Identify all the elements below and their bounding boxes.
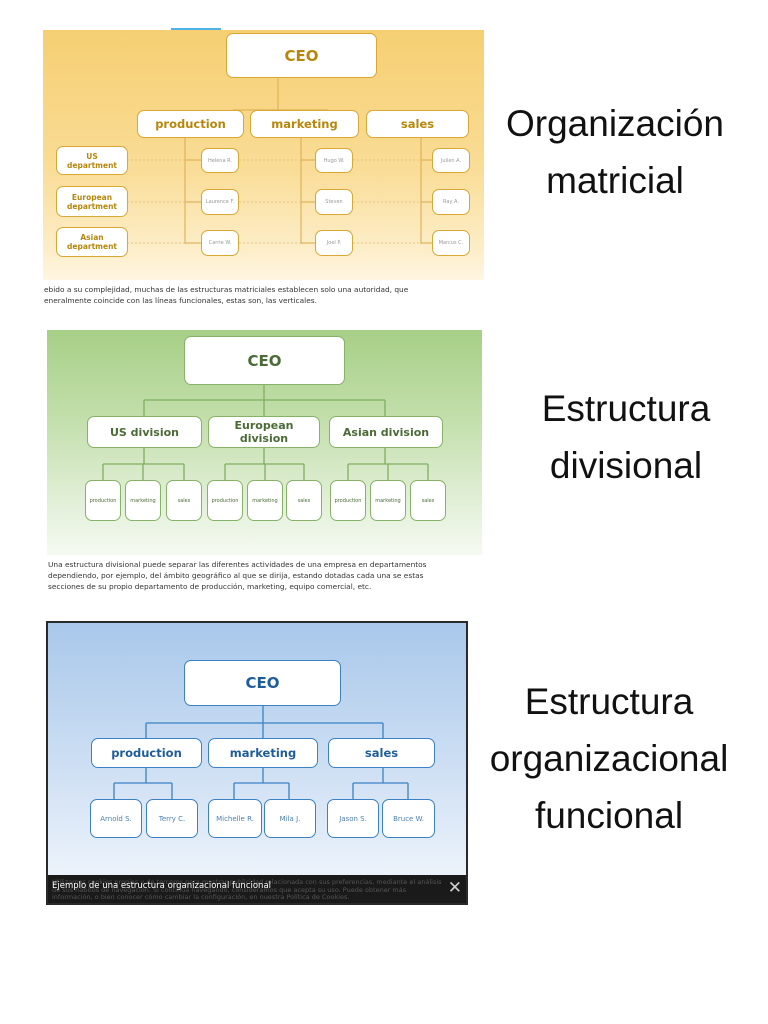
close-icon[interactable]: ✕ [447, 878, 462, 897]
divisional-connectors [102, 385, 429, 480]
divisional-caption-line: dependiendo, por ejemplo, del ámbito geo… [48, 571, 424, 580]
matrix-caption-line: ebido a su complejidad, muchas de las es… [44, 285, 409, 294]
function-sales: sales [328, 738, 435, 768]
divisional-caption-line: Una estructura divisional puede separar … [48, 560, 427, 569]
person-box: Hugo W. [315, 148, 353, 173]
label-line: matricial [546, 160, 684, 201]
unit-box: sales [410, 480, 446, 521]
top-tab-accent [171, 28, 221, 31]
label-line: Estructura [541, 388, 711, 429]
person-box: Julien A. [432, 148, 470, 173]
figure-caption: Ejemplo de una estructura organizacional… [52, 881, 272, 891]
department-asian: Asian department [56, 227, 128, 257]
label-divisional: Estructura divisional [496, 380, 756, 494]
division-asian: Asian division [329, 416, 443, 448]
person-box: Steven [315, 189, 353, 215]
person-box: Laurence F. [201, 189, 239, 215]
department-european: European department [56, 186, 128, 217]
label-line: divisional [549, 445, 703, 486]
unit-box: marketing [125, 480, 161, 521]
label-line: funcional [534, 795, 684, 836]
ceo-box: CEO [184, 336, 345, 385]
unit-box: marketing [247, 480, 283, 521]
label-funcional: Estructura organizacional funcional [470, 673, 748, 844]
label-line: Organización [505, 103, 724, 144]
department-us: US department [56, 146, 128, 175]
label-line: organizacional [489, 738, 729, 779]
label-matricial: Organización matricial [484, 95, 746, 209]
person-box: Mila J. [264, 799, 316, 838]
matrix-org-chart: CEO production marketing sales US depart… [43, 30, 484, 280]
ceo-box: CEO [226, 33, 377, 78]
function-production: production [91, 738, 202, 768]
unit-box: sales [166, 480, 202, 521]
function-marketing: marketing [250, 110, 359, 138]
function-production: production [137, 110, 244, 138]
cookie-notice-text: Utilizamos cookies propias y de terceros… [52, 879, 442, 901]
person-box: Bruce W. [382, 799, 435, 838]
person-box: Arnold S. [90, 799, 142, 838]
person-box: Michelle R. [208, 799, 262, 838]
unit-box: marketing [370, 480, 406, 521]
unit-box: production [207, 480, 243, 521]
caption-bar: Utilizamos cookies propias y de terceros… [48, 875, 466, 903]
functional-connectors [113, 706, 409, 799]
person-box: Ray A. [432, 189, 470, 215]
function-marketing: marketing [208, 738, 318, 768]
functional-org-chart: CEO production marketing sales Arnold S.… [46, 621, 468, 905]
unit-box: production [330, 480, 366, 521]
person-box: Carrie W. [201, 230, 239, 256]
unit-box: sales [286, 480, 322, 521]
person-box: Jason S. [327, 799, 379, 838]
person-box: Terry C. [146, 799, 198, 838]
person-box: Helena R. [201, 148, 239, 173]
person-box: Joel P. [315, 230, 353, 256]
division-us: US division [87, 416, 202, 448]
ceo-box: CEO [184, 660, 341, 706]
function-sales: sales [366, 110, 469, 138]
unit-box: production [85, 480, 121, 521]
person-box: Marcus C. [432, 230, 470, 256]
divisional-org-chart: CEO US division European division Asian … [47, 330, 482, 555]
matrix-caption-line: eneralmente coincide con las líneas func… [44, 296, 317, 305]
divisional-caption-line: secciones de su propio departamento de p… [48, 582, 372, 591]
label-line: Estructura [524, 681, 694, 722]
division-european: European division [208, 416, 320, 448]
